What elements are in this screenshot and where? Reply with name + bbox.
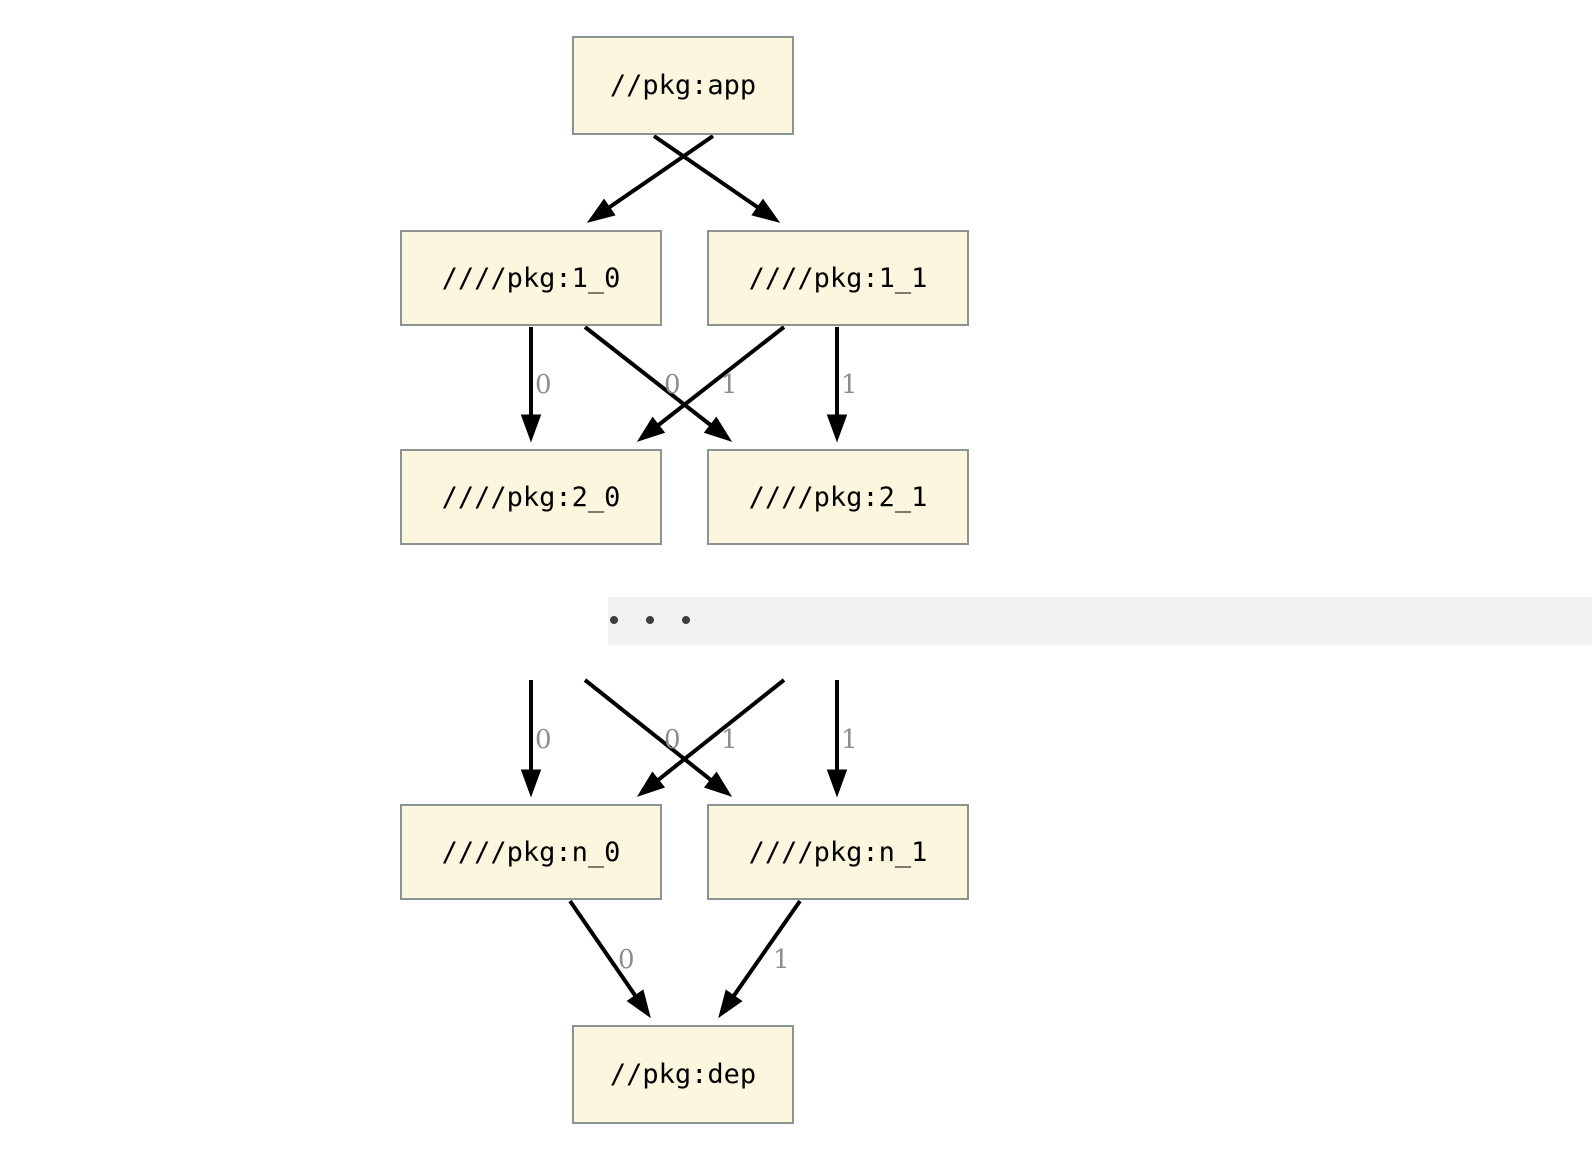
graph-edge-label: 1 <box>773 945 790 975</box>
graph-edge-line <box>583 325 712 427</box>
graph-node-2_0[interactable]: ////pkg:2_0 <box>400 449 662 545</box>
graph-edge-label: 1 <box>721 370 738 400</box>
graph-edge-arrowhead <box>626 989 651 1019</box>
graph-edge-label: 0 <box>535 725 552 755</box>
elided-nodes-band <box>608 597 1592 645</box>
graph-node-n_0[interactable]: ////pkg:n_0 <box>400 804 662 900</box>
graph-edge-label: 0 <box>535 370 552 400</box>
graph-edge-arrowhead <box>703 771 733 797</box>
graph-edge-arrowhead <box>586 198 616 223</box>
graph-node-2_1[interactable]: ////pkg:2_1 <box>707 449 969 545</box>
graph-edge-arrowhead <box>826 769 848 798</box>
graph-edge-arrowhead <box>826 414 848 443</box>
ellipsis-dot <box>682 616 690 624</box>
graph-edge-label: 0 <box>664 370 681 400</box>
graph-edge-label: 0 <box>618 945 635 975</box>
graph-edge-line <box>608 134 715 209</box>
graph-edge-arrowhead <box>636 771 666 797</box>
graph-edge-label: 1 <box>721 725 738 755</box>
graph-edge-arrowhead <box>718 989 743 1019</box>
graph-edge-line <box>583 678 712 782</box>
graph-node-1_1[interactable]: ////pkg:1_1 <box>707 230 969 326</box>
graph-edge-label: 1 <box>841 725 858 755</box>
ellipsis-dot <box>646 616 654 624</box>
graph-node-n_1[interactable]: ////pkg:n_1 <box>707 804 969 900</box>
graph-edge-arrowhead <box>520 769 542 798</box>
graph-node-dep[interactable]: //pkg:dep <box>572 1025 794 1124</box>
graph-edge-line <box>732 899 802 997</box>
graph-edge-arrowhead <box>636 416 666 442</box>
graph-edge-line <box>652 134 759 209</box>
graph-edge-arrowhead <box>751 198 781 223</box>
graph-node-1_0[interactable]: ////pkg:1_0 <box>400 230 662 326</box>
graph-edge-label: 0 <box>664 725 681 755</box>
graph-node-app[interactable]: //pkg:app <box>572 36 794 135</box>
graph-edge-label: 1 <box>841 370 858 400</box>
ellipsis-dot <box>610 616 618 624</box>
graph-edge-arrowhead <box>703 416 733 442</box>
graph-edge-arrowhead <box>520 414 542 443</box>
ellipsis-icon <box>610 616 690 624</box>
